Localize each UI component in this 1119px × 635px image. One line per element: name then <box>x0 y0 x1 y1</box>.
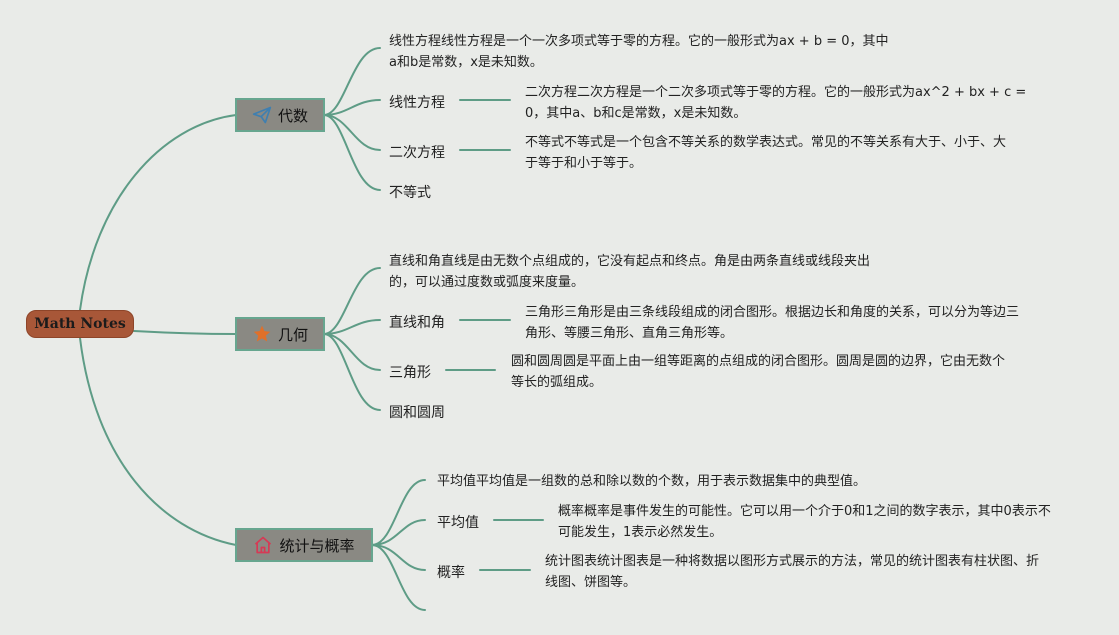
home-icon <box>253 535 273 555</box>
root-node[interactable]: Math Notes <box>26 310 134 338</box>
subtopic-circle[interactable]: 圆和圆周 <box>389 405 445 421</box>
topic-label: 统计与概率 <box>279 536 355 555</box>
note-statistics-2: 概率概率是事件发生的可能性。它可以用一个介于0和1之间的数字表示，其中0表示不可… <box>558 504 1051 540</box>
topic-algebra[interactable]: 代数 <box>235 98 325 132</box>
note-geometry-1: 直线和角直线是由无数个点组成的，它没有起点和终点。角是由两条直线或线段夹出的，可… <box>389 254 871 290</box>
note-algebra-3: 不等式不等式是一个包含不等关系的数学表达式。常见的不等关系有大于、小于、大于等于… <box>525 135 1007 171</box>
note-algebra-1: 线性方程线性方程是一个一次多项式等于零的方程。它的一般形式为ax + b = 0… <box>389 34 889 70</box>
topic-statistics-probability[interactable]: 统计与概率 <box>235 528 373 562</box>
topic-geometry[interactable]: 几何 <box>235 317 325 351</box>
topic-label: 几何 <box>277 325 308 344</box>
note-geometry-3: 圆和圆周圆是平面上由一组等距离的点组成的闭合图形。圆周是圆的边界，它由无数个等长… <box>511 354 1006 390</box>
note-algebra-2: 二次方程二次方程是一个二次多项式等于零的方程。它的一般形式为ax^2 + bx … <box>525 85 1027 121</box>
note-statistics-1: 平均值平均值是一组数的总和除以数的个数，用于表示数据集中的典型值。 <box>437 474 867 489</box>
subtopic-quadratic-equation[interactable]: 二次方程 <box>389 145 445 161</box>
subtopic-inequality[interactable]: 不等式 <box>389 185 431 201</box>
star-icon <box>252 324 272 344</box>
paper-plane-icon <box>252 105 272 125</box>
note-statistics-3: 统计图表统计图表是一种将数据以图形方式展示的方法，常见的统计图表有柱状图、折线图… <box>545 554 1040 590</box>
root-label: Math Notes <box>34 316 126 332</box>
subtopic-lines-angles[interactable]: 直线和角 <box>389 315 445 331</box>
subtopic-average[interactable]: 平均值 <box>437 515 479 531</box>
subtopic-probability[interactable]: 概率 <box>437 565 465 581</box>
note-geometry-2: 三角形三角形是由三条线段组成的闭合图形。根据边长和角度的关系，可以分为等边三角形… <box>525 305 1020 341</box>
subtopic-triangle[interactable]: 三角形 <box>389 365 431 381</box>
subtopic-linear-equation[interactable]: 线性方程 <box>389 95 445 111</box>
topic-label: 代数 <box>277 106 308 125</box>
